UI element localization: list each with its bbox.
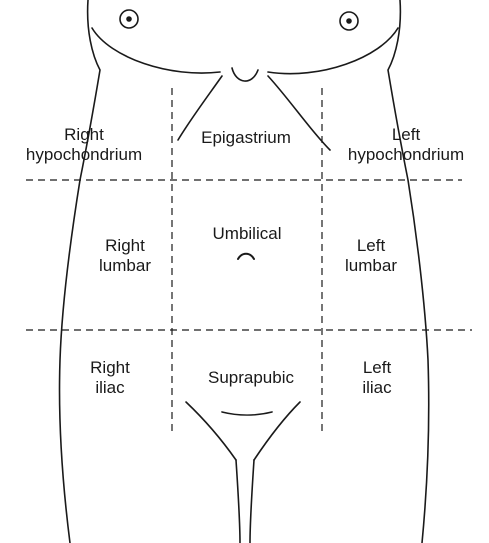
label-epigastrium: Epigastrium [176,128,316,148]
label-right-hypochondrium: Right hypochondrium [4,125,164,165]
label-left-iliac: Left iliac [337,358,417,398]
label-left-lumbar: Left lumbar [326,236,416,276]
label-suprapubic: Suprapubic [184,368,318,388]
label-umbilical: Umbilical [180,224,314,244]
label-right-lumbar: Right lumbar [80,236,170,276]
label-left-hypochondrium: Left hypochondrium [326,125,486,165]
label-right-iliac: Right iliac [70,358,150,398]
